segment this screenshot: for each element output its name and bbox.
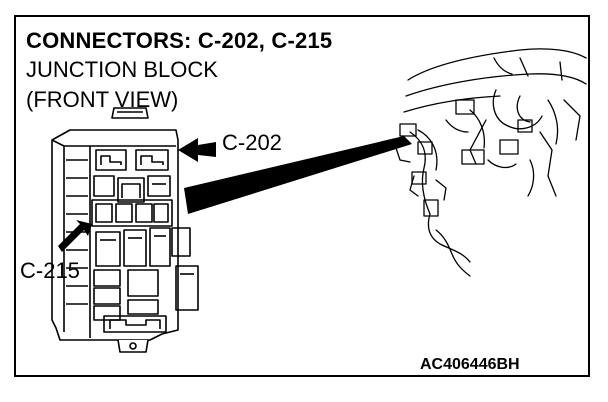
diagram-title: CONNECTORS: C-202, C-215 xyxy=(26,28,333,53)
figure-id: AC406446BH xyxy=(420,356,520,373)
dashboard-location-illustration xyxy=(395,48,587,277)
c215-arrow-icon xyxy=(58,220,92,252)
junction-block-illustration xyxy=(51,107,199,353)
callout-arrows xyxy=(58,138,216,252)
diagram-subtitle-line1: JUNCTION BLOCK xyxy=(26,57,218,82)
figure-border xyxy=(14,15,590,377)
diagram-subtitle-line2: (FRONT VIEW) xyxy=(26,87,179,112)
c202-callout-label: C-202 xyxy=(222,130,282,155)
c202-arrow-icon xyxy=(178,138,216,162)
c215-callout-label: C-215 xyxy=(20,258,80,283)
location-pointer xyxy=(184,136,412,214)
